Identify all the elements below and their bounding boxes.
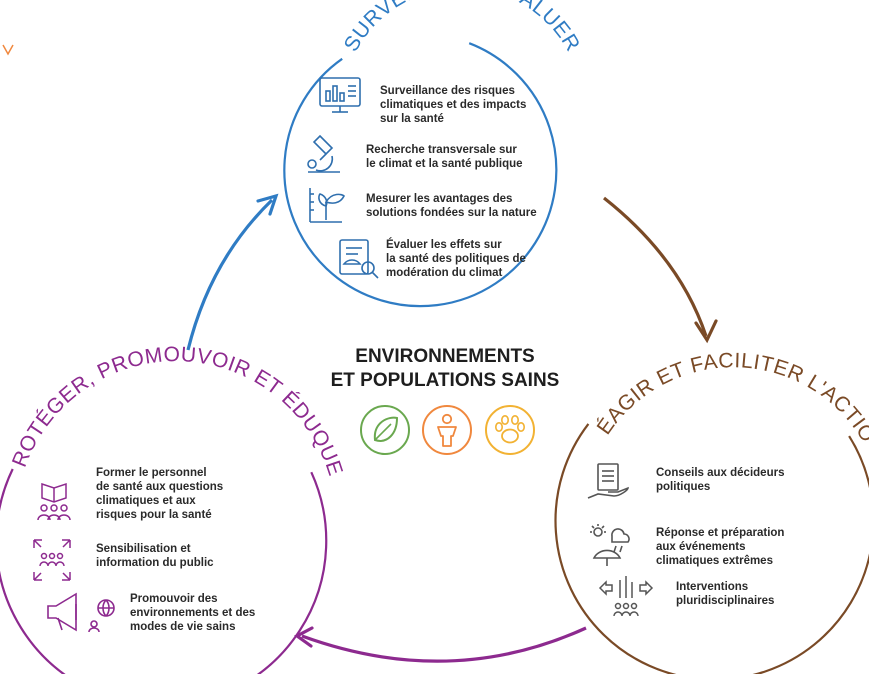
center-title-line-1: ENVIRONNEMENTS [355, 346, 535, 367]
megaphone-globe-icon [47, 592, 115, 633]
paw-icon [485, 405, 535, 455]
respond-item-1: Conseils aux décideurs politiques [656, 467, 785, 493]
computer-chart-icon [319, 77, 361, 113]
group-arrows-icon [33, 539, 71, 581]
document-magnifier-icon [339, 239, 379, 279]
trainer-group-icon [37, 482, 71, 521]
protect-item-1: Former le personnel de santé aux questio… [96, 467, 224, 521]
people-arrows-icon [598, 576, 654, 617]
protect-item-3: Promouvoir des environnements et des mod… [130, 593, 256, 633]
person-icon [422, 405, 472, 455]
monitor-title: SURVEILLER & ÉVALUER [340, 0, 585, 55]
orange-mark-icon [2, 44, 14, 56]
monitor-circle [283, 42, 558, 308]
protect-title: PROTÉGER, PROMOUVOIR ET ÉDUQUER [0, 0, 347, 479]
arrow-protect-to-monitor [186, 193, 279, 351]
monitor-item-3: Mesurer les avantages des solutions fond… [366, 193, 537, 219]
leaf-icon [360, 405, 410, 455]
microscope-icon [307, 134, 340, 173]
weather-umbrella-icon [590, 524, 630, 566]
arrow-respond-to-protect [293, 626, 587, 663]
respond-item-3: Interventions pluridisciplinaires [676, 581, 775, 607]
hand-document-icon [587, 463, 629, 499]
center-title: ENVIRONNEMENTS ET POPULATIONS SAINS [300, 345, 590, 393]
monitor-item-1: Surveillance des risques climatiques et … [380, 85, 527, 125]
monitor-item-4: Évaluer les effets sur la santé des poli… [386, 239, 526, 279]
arrow-monitor-to-respond [603, 196, 718, 344]
center-title-line-2: ET POPULATIONS SAINS [330, 370, 560, 391]
respond-circle [554, 423, 869, 674]
protect-circle [0, 468, 328, 674]
monitor-item-2: Recherche transversale sur le climat et … [366, 144, 523, 170]
protect-item-2: Sensibilisation et information du public [96, 543, 214, 569]
respond-item-2: Réponse et préparation aux événements cl… [656, 527, 785, 567]
plant-measure-icon [309, 188, 345, 223]
